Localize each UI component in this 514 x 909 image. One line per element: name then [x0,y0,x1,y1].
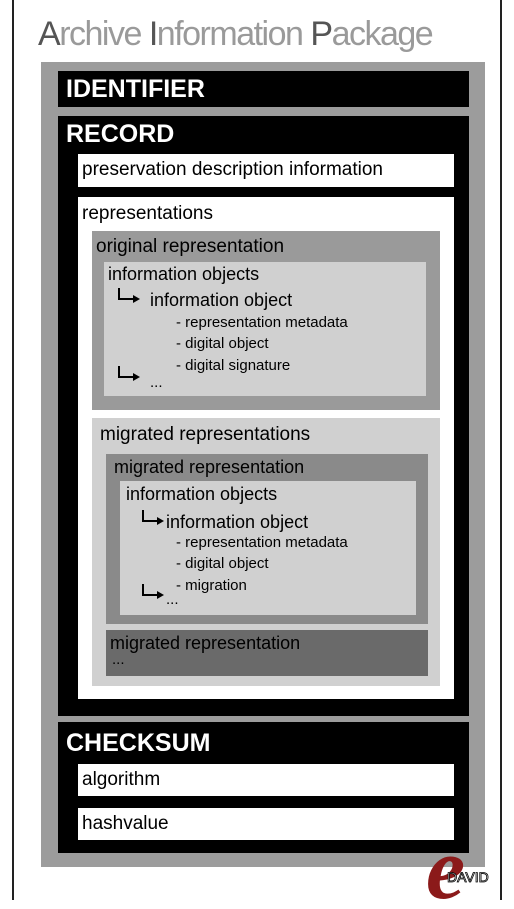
diagram-title: Archive Information Package [38,15,434,53]
arrow-icon [142,510,164,525]
hashvalue-box: hashvalue [78,808,454,840]
migrated-representation-box-2: migrated representation ... [106,630,428,676]
hashvalue-label: hashvalue [82,813,169,834]
arrow-icon [118,366,140,381]
algorithm-box: algorithm [78,764,454,796]
information-object-label: information object [150,290,293,310]
identifier-label: IDENTIFIER [66,75,205,103]
information-objects-label: information objects [108,264,260,284]
arrow-icon [142,584,164,599]
item-digital-object: - digital object [176,335,269,352]
pdi-label: preservation description information [82,159,383,180]
ellipsis: ... [166,591,179,608]
checksum-label: CHECKSUM [66,729,211,757]
information-objects-label: information objects [126,484,278,504]
logo-letter: e [426,821,465,904]
edavid-logo: e DAVID [418,820,508,909]
item-migration: - migration [176,577,247,594]
information-object-label: information object [166,512,309,532]
ellipsis: ... [112,651,125,668]
item-representation-metadata: - representation metadata [176,314,348,331]
original-representation-label: original representation [96,236,285,257]
migrated-representation-label: migrated representation [114,457,305,477]
migrated-information-objects-box: information objects information object -… [120,481,416,615]
arrow-icon [118,288,140,303]
item-digital-object: - digital object [176,555,269,572]
item-digital-signature: - digital signature [176,357,291,374]
pdi-box: preservation description information [78,154,454,187]
representations-label: representations [82,203,213,224]
algorithm-label: algorithm [82,769,161,790]
logo-text: DAVID [447,869,489,885]
migrated-representations-label: migrated representations [100,424,311,445]
item-representation-metadata: - representation metadata [176,534,348,551]
original-information-objects-box: information objects information object -… [104,262,426,396]
record-label: RECORD [66,120,175,148]
page-frame [12,0,502,900]
ellipsis: ... [150,374,163,391]
migrated-representation-label: migrated representation [110,633,301,653]
edavid-logo-icon: e DAVID [426,821,489,909]
identifier-box: IDENTIFIER [58,71,469,107]
